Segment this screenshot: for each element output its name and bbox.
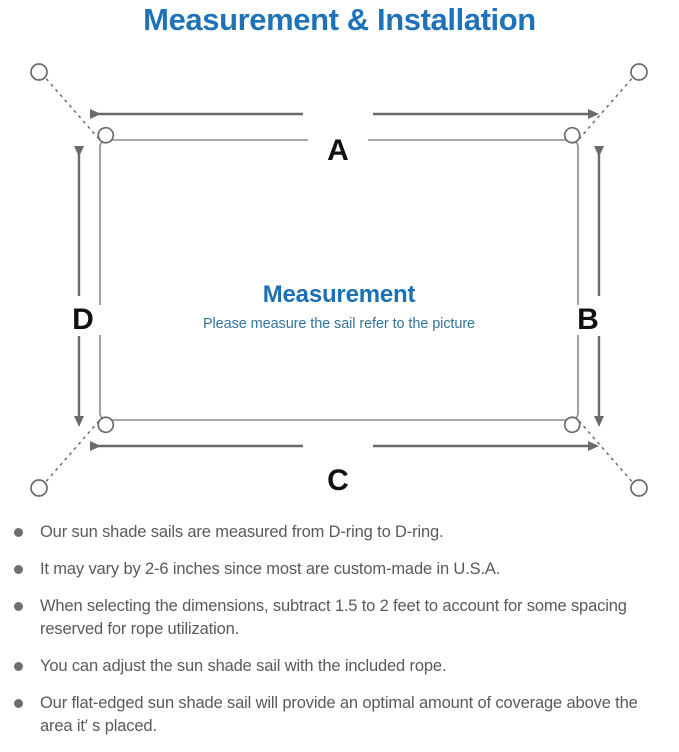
dimension-label-d: D: [62, 305, 104, 335]
top-right-d-ring: [563, 126, 581, 144]
rope-bottom-right: [578, 420, 636, 486]
list-item-text: You can adjust the sun shade sail with t…: [40, 657, 447, 675]
rope-bottom-left: [42, 420, 100, 486]
sail-center-subtitle: Please measure the sail refer to the pic…: [202, 316, 476, 332]
rope-top-left: [42, 74, 100, 140]
rope-top-right: [578, 74, 636, 140]
dimension-label-a: A: [308, 136, 368, 166]
list-item-text: When selecting the dimensions, subtract …: [40, 597, 627, 638]
list-item: You can adjust the sun shade sail with t…: [0, 655, 679, 678]
top-right-anchor-ring: [630, 63, 648, 81]
list-item: Our flat-edged sun shade sail will provi…: [0, 692, 679, 738]
sail-center-caption: Measurement Please measure the sail refe…: [100, 280, 578, 335]
list-item: Our sun shade sails are measured from D-…: [0, 521, 679, 544]
bullet-icon: [14, 699, 23, 708]
rope-lines: [42, 74, 636, 486]
notes-list: Our sun shade sails are measured from D-…: [0, 521, 679, 752]
top-left-d-ring: [97, 126, 115, 144]
bullet-icon: [14, 662, 23, 671]
list-item: It may vary by 2-6 inches since most are…: [0, 558, 679, 581]
dimension-label-b: B: [567, 305, 609, 335]
list-item-text: Our flat-edged sun shade sail will provi…: [40, 694, 638, 735]
anchor-rings: [30, 63, 648, 497]
bullet-icon: [14, 602, 23, 611]
list-item: When selecting the dimensions, subtract …: [0, 595, 679, 641]
top-left-anchor-ring: [30, 63, 48, 81]
sail-center-title: Measurement: [262, 281, 416, 308]
dimension-label-c: C: [308, 466, 368, 496]
sail-measurement-diagram: A C B D Measurement Please measure the s…: [0, 44, 679, 512]
list-item-text: It may vary by 2-6 inches since most are…: [40, 560, 501, 578]
bottom-right-d-ring: [563, 416, 581, 434]
page-title: Measurement & Installation: [143, 2, 536, 37]
d-ring-group: [97, 126, 581, 434]
bottom-left-d-ring: [97, 416, 115, 434]
bottom-left-anchor-ring: [30, 479, 48, 497]
bullet-icon: [14, 565, 23, 574]
list-item-text: Our sun shade sails are measured from D-…: [40, 523, 444, 541]
bullet-icon: [14, 528, 23, 537]
bottom-right-anchor-ring: [630, 479, 648, 497]
